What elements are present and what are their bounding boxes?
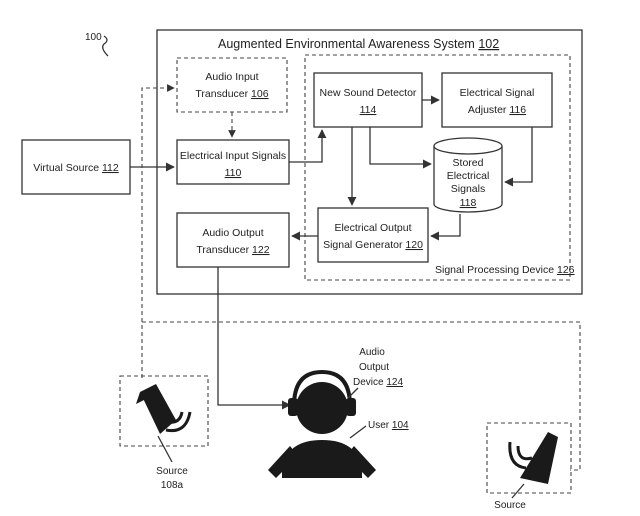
audio-device-line3: Device 124 bbox=[353, 377, 403, 388]
stored-line1: Stored bbox=[453, 157, 484, 169]
output-generator-box bbox=[317, 207, 429, 263]
new-sound-label: New Sound Detector bbox=[320, 87, 417, 99]
audio-input-line2: Transducer 106 bbox=[195, 88, 268, 100]
arrow-adjuster-to-stored bbox=[504, 127, 533, 187]
electrical-input-num: 110 bbox=[225, 167, 242, 179]
source-a-label: Source bbox=[156, 466, 188, 477]
dashed-source-a-to-input bbox=[141, 84, 175, 378]
user-label: User 104 bbox=[368, 420, 409, 431]
figure-reference-leader bbox=[102, 35, 109, 57]
source-a-box bbox=[119, 375, 209, 447]
virtual-source-box bbox=[21, 139, 131, 195]
audio-output-line2: Transducer 122 bbox=[196, 244, 269, 256]
virtual-source-label: Virtual Source 112 bbox=[33, 162, 119, 174]
spd-label: Signal Processing Device 126 bbox=[435, 264, 575, 276]
source-b-label: Source bbox=[494, 500, 526, 511]
signal-adjuster-box bbox=[441, 72, 553, 128]
signal-adjuster-line1: Electrical Signal bbox=[460, 87, 535, 99]
audio-input-line1: Audio Input bbox=[205, 71, 258, 83]
stored-line3: Signals bbox=[451, 183, 485, 195]
stored-signals-cylinder: Stored Electrical Signals 118 bbox=[433, 137, 503, 213]
new-sound-detector-box bbox=[313, 72, 423, 128]
system-title: Augmented Environmental Awareness System… bbox=[218, 37, 499, 51]
user-icon bbox=[268, 382, 376, 478]
source-a-num: 108a bbox=[161, 480, 184, 491]
arrow-output-to-headphones bbox=[217, 267, 291, 410]
source-b-box bbox=[486, 422, 572, 494]
source-b-leader bbox=[511, 483, 525, 499]
arrow-stored-to-generator bbox=[430, 214, 461, 241]
signal-adjuster-line2: Adjuster 116 bbox=[468, 104, 526, 116]
arrow-electrical-to-detector bbox=[289, 129, 327, 163]
stored-num: 118 bbox=[460, 197, 477, 209]
speaker-icon bbox=[136, 384, 192, 434]
audio-output-line1: Audio Output bbox=[202, 227, 263, 239]
audio-output-transducer-box bbox=[176, 212, 290, 268]
output-gen-line1: Electrical Output bbox=[334, 222, 411, 234]
headphones-icon bbox=[288, 369, 356, 416]
figure-number: 100 bbox=[85, 32, 102, 43]
arrow-detector-to-stored bbox=[369, 127, 432, 169]
audio-device-leader bbox=[347, 387, 359, 399]
audio-device-line1: Audio bbox=[359, 347, 385, 358]
stored-line2: Electrical bbox=[447, 170, 490, 182]
speaker-icon bbox=[508, 432, 558, 484]
user-leader bbox=[349, 425, 367, 439]
source-a-leader bbox=[157, 435, 173, 463]
new-sound-num: 114 bbox=[360, 104, 377, 116]
figure-reference: 100 bbox=[85, 32, 109, 57]
electrical-input-signals-box bbox=[176, 139, 290, 185]
electrical-input-label: Electrical Input Signals bbox=[180, 150, 286, 162]
output-gen-line2: Signal Generator 120 bbox=[323, 239, 423, 251]
connectors bbox=[130, 84, 581, 471]
audio-device-line2: Output bbox=[359, 362, 389, 373]
dashed-source-b-path bbox=[142, 321, 581, 471]
